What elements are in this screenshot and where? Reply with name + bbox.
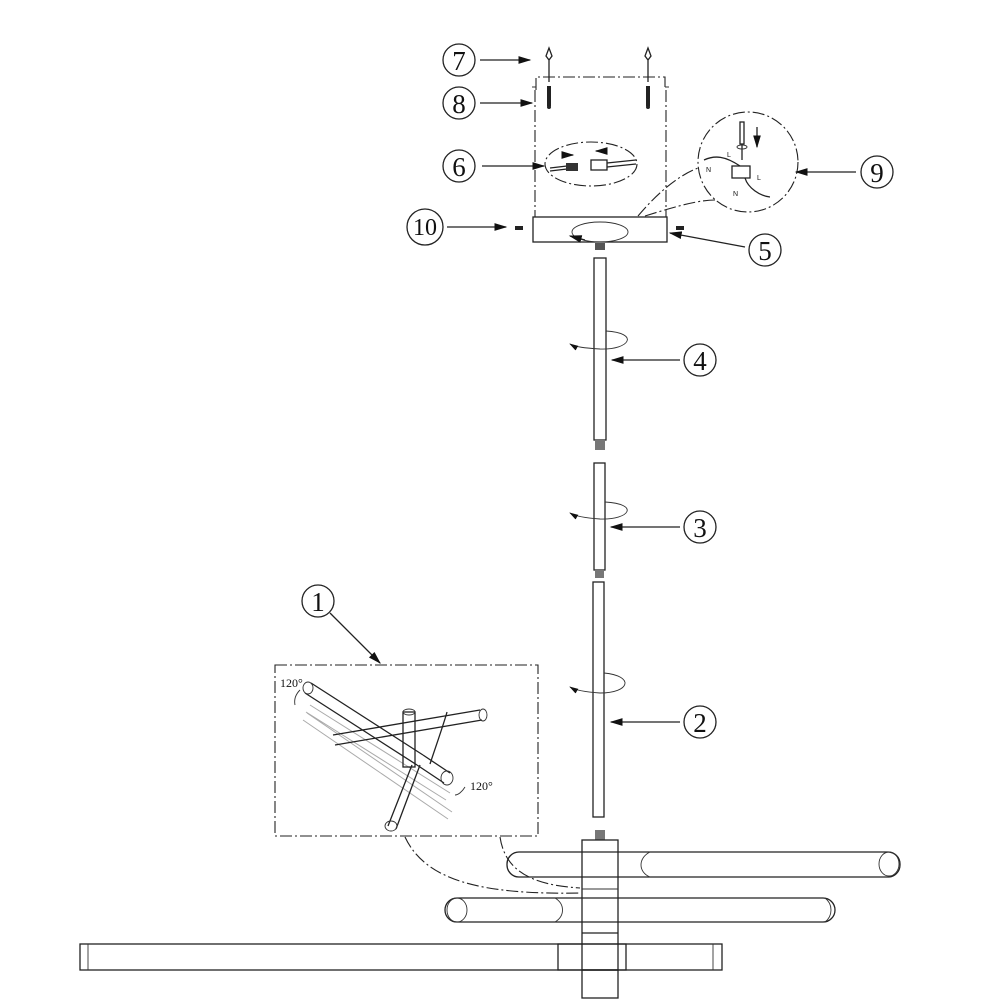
wire-label-n: N: [733, 191, 738, 198]
svg-text:7: 7: [452, 46, 466, 76]
svg-text:8: 8: [452, 89, 466, 119]
callout-6: 6: [442, 149, 546, 183]
svg-text:3: 3: [693, 513, 707, 543]
rod-3: [569, 462, 628, 578]
wiring-detail: N L L N: [637, 111, 799, 217]
side-screw-left: [515, 226, 523, 230]
callout-2: 2: [609, 705, 717, 739]
svg-text:9: 9: [870, 158, 884, 188]
callout-7: 7: [442, 43, 532, 77]
callout-3: 3: [609, 510, 717, 544]
wall-anchor-right: [644, 46, 652, 82]
screw-right: [646, 86, 650, 109]
svg-text:10: 10: [413, 215, 437, 241]
light-fixture: [79, 830, 901, 999]
angle-label-top: 120°: [280, 676, 303, 690]
rod-4: [569, 257, 628, 450]
canopy: [532, 216, 668, 250]
svg-text:1: 1: [311, 587, 325, 617]
svg-text:6: 6: [452, 152, 466, 182]
callout-5: 5: [668, 231, 782, 267]
mounting-bracket: [532, 76, 669, 217]
callout-8: 8: [442, 86, 534, 120]
svg-text:5: 5: [758, 236, 772, 266]
wall-anchor-left: [545, 46, 553, 82]
wire-label-l: L: [727, 152, 731, 159]
callout-1: 1: [301, 584, 381, 664]
screw-left: [547, 86, 551, 109]
rotation-inset: 120° 120°: [274, 664, 539, 837]
side-screw-right: [676, 226, 684, 230]
callout-10: 10: [406, 208, 508, 246]
rod-2: [569, 581, 626, 818]
wire-label-l: L: [757, 175, 761, 182]
connector-detail: [544, 141, 638, 187]
svg-text:2: 2: [693, 708, 707, 738]
callout-4: 4: [610, 343, 717, 377]
svg-text:4: 4: [693, 346, 707, 376]
callout-9: 9: [794, 155, 894, 189]
angle-label-bottom: 120°: [470, 779, 493, 793]
wire-label-n: N: [706, 167, 711, 174]
